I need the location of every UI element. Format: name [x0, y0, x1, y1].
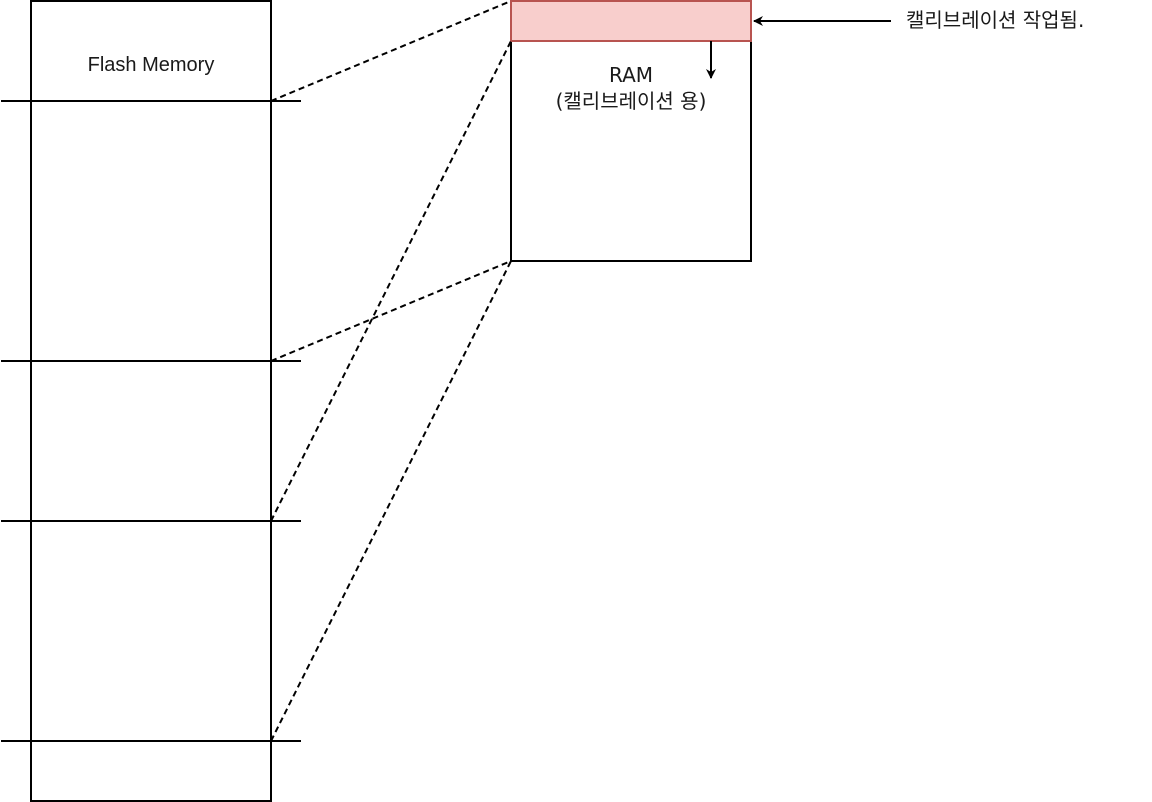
- flash-memory-label: Flash Memory: [87, 54, 215, 76]
- mapping-line-1: [270, 0, 512, 102]
- calibration-region: [510, 0, 752, 42]
- flash-memory-block: [30, 0, 272, 802]
- calibration-annotation: 캘리브레이션 작업됨.: [906, 8, 1085, 32]
- ram-label: RAM (캘리브레이션 용): [511, 62, 751, 114]
- mapping-line-2: [270, 260, 512, 362]
- ram-label-line1: RAM: [608, 63, 654, 87]
- ram-label-line2: (캘리브레이션 용): [555, 89, 707, 113]
- mapping-line-3: [270, 40, 512, 522]
- mapping-line-4: [270, 260, 512, 742]
